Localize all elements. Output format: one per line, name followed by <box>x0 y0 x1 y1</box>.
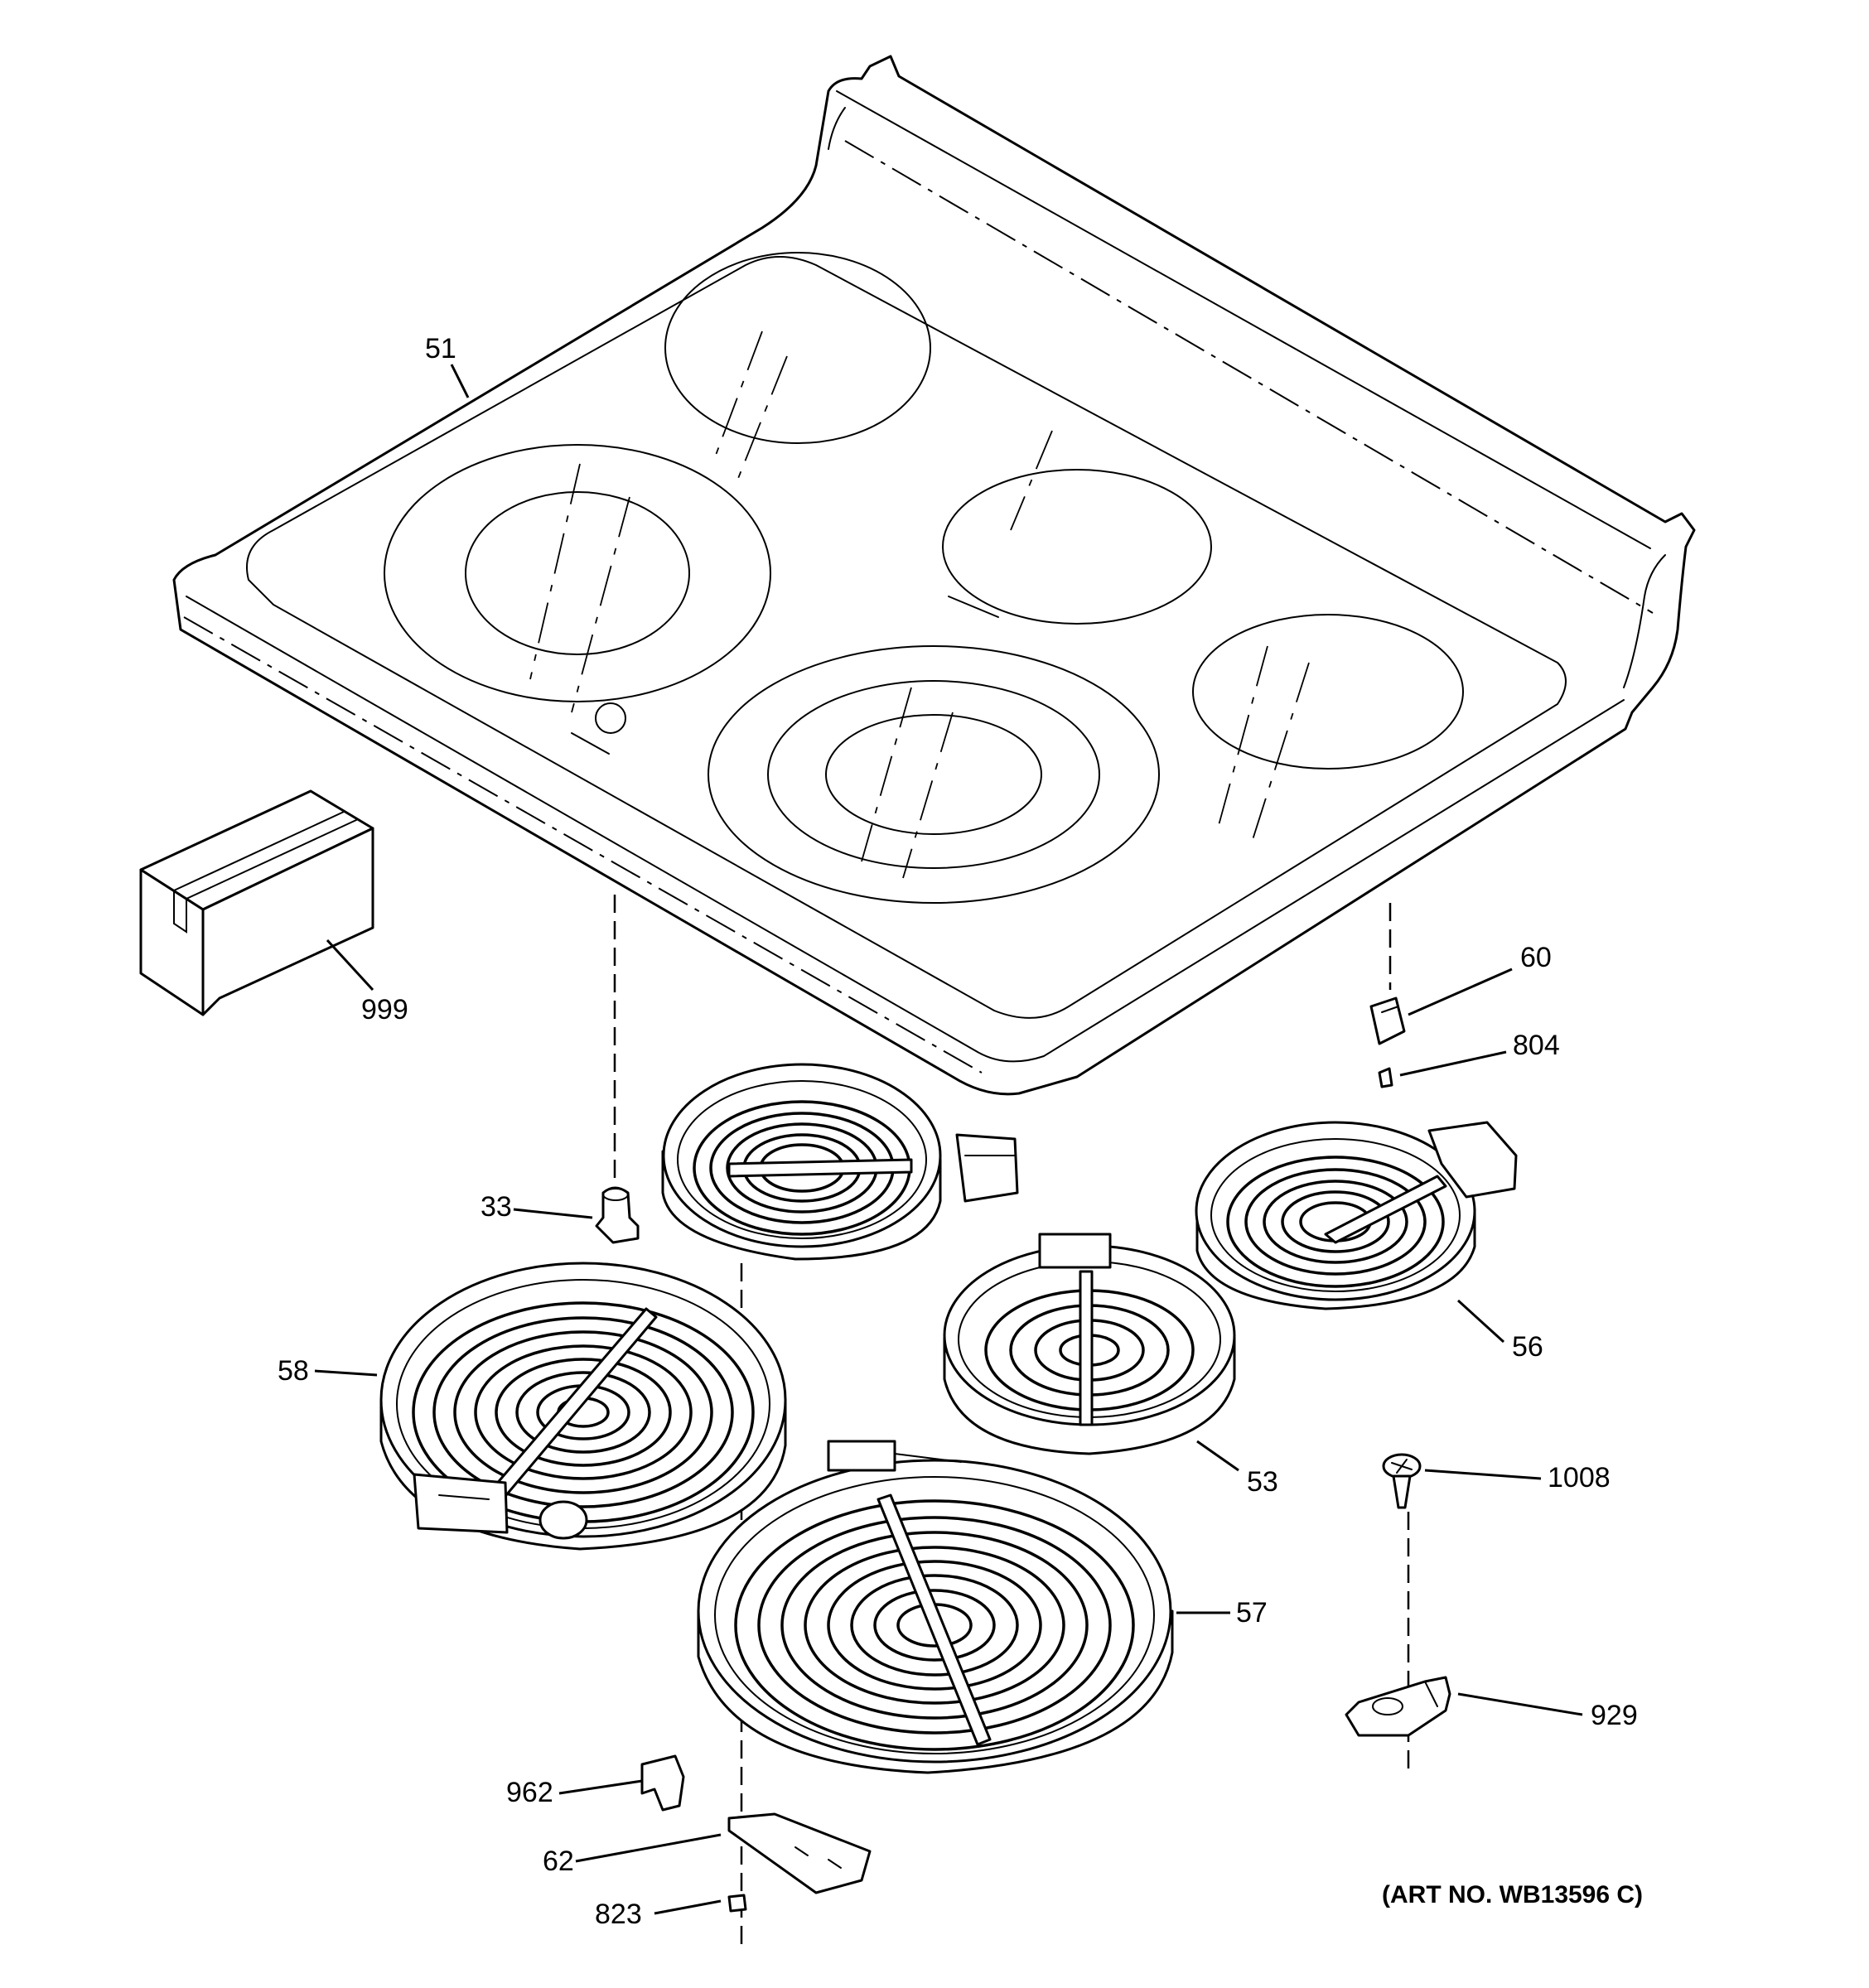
burner-element-53 <box>943 1233 1236 1455</box>
burner-element-57 <box>697 1440 1174 1774</box>
callout-804: 804 <box>1513 1030 1560 1061</box>
callout-1008: 1008 <box>1548 1462 1611 1493</box>
bracket-929 <box>1345 1676 1451 1737</box>
callout-33: 33 <box>481 1191 512 1223</box>
art-number: (ART NO. WB13596 C) <box>1382 1881 1643 1908</box>
screw-804 <box>1378 1067 1393 1088</box>
leader-lines <box>314 364 1583 1915</box>
callout-57: 57 <box>1236 1597 1268 1629</box>
coil-58 <box>412 1301 755 1523</box>
coil-56 <box>1226 1156 1445 1288</box>
burner-element-58 <box>379 1262 787 1551</box>
burner-element-56 <box>1195 1121 1518 1310</box>
callout-58: 58 <box>278 1355 309 1387</box>
callout-823: 823 <box>595 1899 642 1930</box>
callout-999: 999 <box>361 994 408 1025</box>
callout-labels: 51 999 60 804 33 56 58 53 1008 57 929 96… <box>278 333 1638 1930</box>
parts-box <box>139 789 374 1016</box>
coil-57 <box>734 1499 1135 1751</box>
burner-element-rear <box>661 1063 1019 1261</box>
callout-60: 60 <box>1520 942 1552 973</box>
callout-929: 929 <box>1591 1700 1638 1731</box>
callout-51: 51 <box>425 333 456 364</box>
callout-53: 53 <box>1247 1466 1278 1498</box>
cooktop-glass <box>172 55 1696 1096</box>
callout-62: 62 <box>543 1846 574 1877</box>
screw-823 <box>727 1894 747 1913</box>
screw-1008 <box>1382 1453 1422 1509</box>
bracket-62 <box>727 1812 872 1894</box>
clip-962 <box>640 1754 685 1812</box>
callout-56: 56 <box>1512 1331 1543 1363</box>
callout-962: 962 <box>506 1777 553 1808</box>
clip-60 <box>1369 996 1406 1045</box>
sensor-33 <box>595 1186 640 1244</box>
